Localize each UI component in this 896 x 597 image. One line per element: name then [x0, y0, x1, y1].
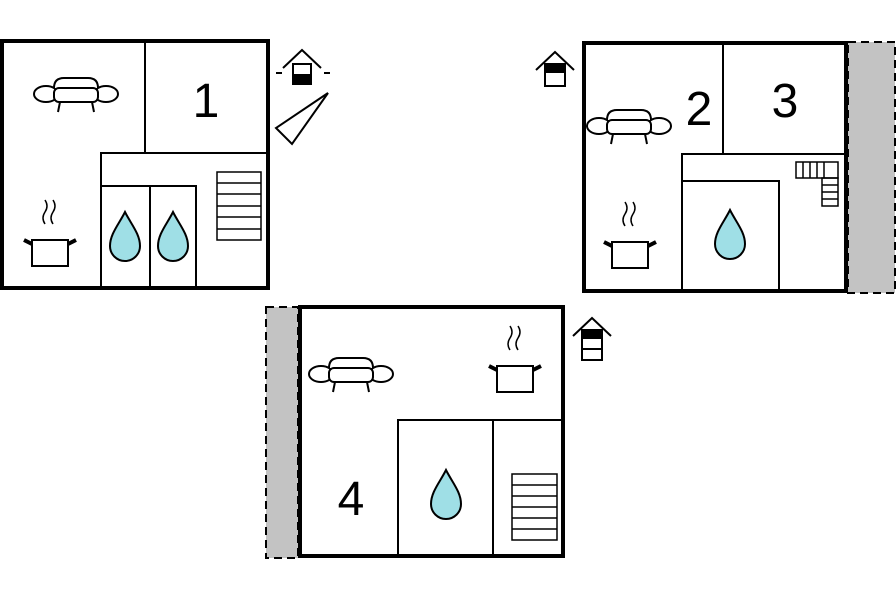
water-drop-icon [430, 469, 462, 520]
staircase-icon [216, 171, 262, 241]
compass-icon [274, 92, 329, 146]
floor-plan-4: 4 [265, 305, 565, 559]
floor-2-3-outline [582, 41, 848, 293]
floor-4-outline [298, 305, 565, 558]
staircase-icon [795, 161, 839, 207]
sofa-icon [33, 77, 119, 113]
room-number-1: 1 [193, 75, 220, 128]
water-drop-icon [157, 211, 189, 262]
water-drop-icon [109, 211, 141, 262]
house-level-icon [572, 316, 612, 361]
room-number-3: 3 [772, 75, 799, 128]
room-number-2: 2 [686, 83, 713, 136]
sofa-icon [308, 357, 394, 393]
floor-1-bath-block [100, 185, 197, 289]
terrace-left [265, 306, 299, 559]
cooking-pot-icon [487, 324, 543, 394]
terrace-right [847, 41, 896, 294]
water-drop-icon [714, 209, 746, 260]
floor-plan-2-3: 2 3 [582, 41, 896, 294]
house-level-icon [276, 48, 330, 85]
room-number-4: 4 [338, 473, 365, 526]
sofa-icon [586, 109, 672, 145]
floor-plan-1: 1 [0, 39, 270, 290]
house-level-icon [535, 50, 575, 87]
staircase-icon [511, 473, 558, 541]
cooking-pot-icon [22, 198, 78, 268]
cooking-pot-icon [602, 200, 658, 270]
